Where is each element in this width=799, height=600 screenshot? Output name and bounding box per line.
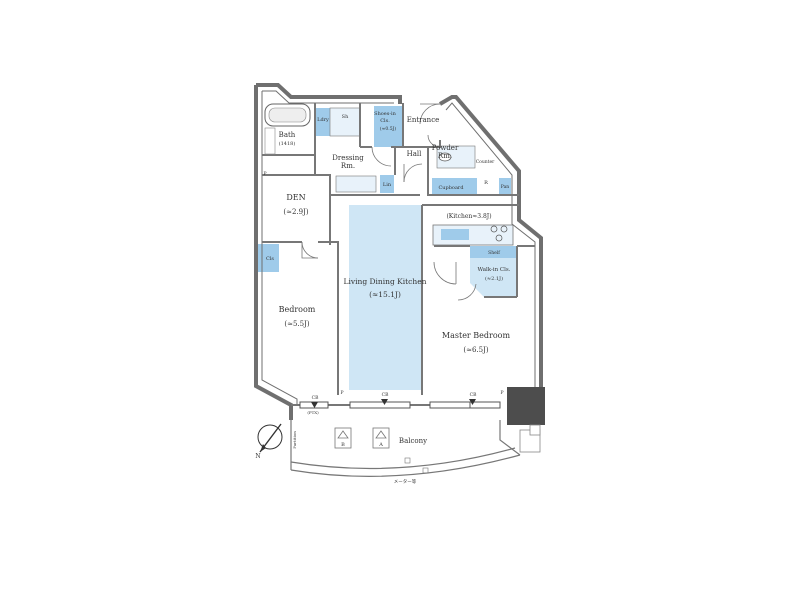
label-entrance: Entrance xyxy=(407,116,440,124)
compass-arrow-icon xyxy=(260,444,266,452)
label-counter: Counter xyxy=(476,159,495,165)
balcony-drain-1 xyxy=(404,457,411,464)
toilet xyxy=(438,152,452,162)
label-cls: Cls xyxy=(266,256,274,262)
label-shelf: Shelf xyxy=(488,250,500,256)
bath-seat xyxy=(264,127,276,155)
dressing-cabinet-fill xyxy=(329,107,361,137)
powder-cabinet-fill xyxy=(436,145,476,169)
walk-in-shelf-fill xyxy=(470,246,517,258)
cupboard-fill xyxy=(432,178,477,194)
living-dining-kitchen-area xyxy=(349,205,422,390)
label-p-1: P xyxy=(263,171,266,177)
bath-tub-inner xyxy=(268,107,307,123)
label-pt: (PTX) xyxy=(307,410,319,415)
label-master: Master Bedroom xyxy=(442,331,511,340)
shoe-in-closet-fill xyxy=(374,106,403,147)
ac-unit-b-mark xyxy=(337,430,349,439)
interior-walls xyxy=(262,103,535,406)
label-walk-in: Walk-in Cls. xyxy=(478,267,511,273)
walk-in-closet-fill xyxy=(470,246,517,297)
pan-fill xyxy=(499,178,511,194)
label-lin: Lin xyxy=(383,182,392,188)
label-partition: Partition xyxy=(292,431,297,449)
stove-burner-1 xyxy=(490,225,498,233)
label-p-2: P xyxy=(340,390,343,396)
stove-burner-3 xyxy=(495,234,503,242)
label-powder-2: Rm. xyxy=(438,152,452,160)
ldry-fill xyxy=(316,108,330,136)
label-den-size: (≈2.9J) xyxy=(283,208,309,216)
label-bath: Bath xyxy=(279,131,296,139)
label-dressing-1: Dressing xyxy=(332,154,364,162)
cb-marker-3 xyxy=(469,399,476,405)
label-master-size: (≈6.5J) xyxy=(463,346,489,354)
label-bath-size: (1418) xyxy=(279,140,296,147)
label-north: N xyxy=(255,453,260,460)
cls-fill xyxy=(258,244,279,272)
kitchen-sink-fill xyxy=(441,229,469,240)
label-footnote: メーター等 xyxy=(394,478,417,485)
label-walk-in-size: (≈2.1J) xyxy=(485,275,503,282)
door-swings xyxy=(301,103,477,301)
label-dressing-2: Rm. xyxy=(341,162,355,170)
label-cb-2: CB xyxy=(382,392,389,398)
exterior-walls xyxy=(254,83,543,420)
label-pan: Pan xyxy=(501,184,510,190)
outdoor-unit-small xyxy=(529,424,541,436)
label-shoe-in-size: (≈0.5J) xyxy=(380,125,396,132)
cb-marker-2 xyxy=(381,399,388,405)
label-living-size: (≈15.1J) xyxy=(369,290,401,299)
label-bedroom-size: (≈5.5J) xyxy=(284,320,310,328)
label-hall: Hall xyxy=(407,150,423,158)
wall-inner-lines xyxy=(261,90,536,405)
balcony-outline xyxy=(290,420,521,477)
outdoor-unit xyxy=(507,387,545,425)
label-powder-1: Powder xyxy=(432,144,459,152)
label-shoe-in-1: Shoes-in xyxy=(374,111,396,117)
label-r: R xyxy=(484,180,488,186)
lin-fill xyxy=(380,175,394,193)
label-cb-1: CB xyxy=(312,395,319,401)
label-unit-a: A xyxy=(378,442,383,448)
label-shoe-a: Sh xyxy=(342,114,349,120)
label-den: DEN xyxy=(286,193,305,202)
label-unit-b: B xyxy=(341,442,345,448)
ac-unit-a-mark xyxy=(375,430,387,439)
label-cupboard: Cupboard xyxy=(438,185,464,191)
label-bedroom: Bedroom xyxy=(279,305,316,314)
label-cb-3: CB xyxy=(470,392,477,398)
balcony-drain-2 xyxy=(422,467,429,474)
stove-burner-2 xyxy=(500,225,508,233)
den-storage-fill xyxy=(335,175,377,193)
label-balcony: Balcony xyxy=(399,437,427,445)
label-ldry: Ldry xyxy=(317,117,329,123)
label-kitchen: (Kitchen≈3.8J) xyxy=(446,213,491,220)
label-shoe-in-2: Cls. xyxy=(380,118,390,124)
label-living: Living Dining Kitchen xyxy=(343,277,426,286)
cb-marker-1 xyxy=(311,402,318,408)
label-p-3: P xyxy=(500,390,503,396)
